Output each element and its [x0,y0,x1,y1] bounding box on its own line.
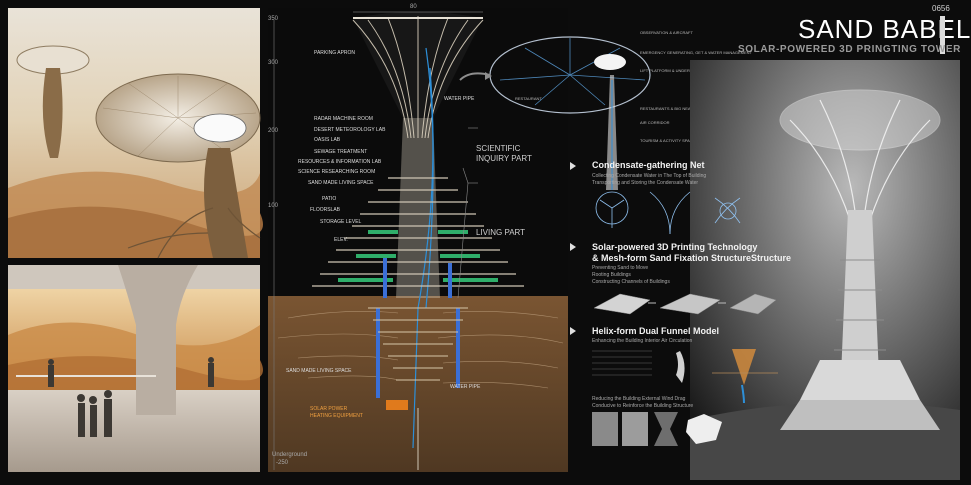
label-parking-apron: PARKING APRON [314,50,356,56]
section-2-diagrams [590,288,780,318]
label-oasis-lab: OASIS LAB [314,137,341,143]
scale-level-100: 100 [268,203,279,209]
scale-top-width: 80 [410,4,417,10]
net-diagrams-illustration [595,191,741,235]
tower-hero-illustration [690,60,960,480]
detail-air-corridor: AIR CORRIDOR [640,120,670,125]
detail-restaurants: RESTAURANTS & BIG NEAT PLATFORMS [640,106,718,111]
label-water-pipe-top: WATER PIPE [444,96,475,102]
label-solar-power-2: HEATING EQUIPMENT [310,413,363,419]
section-3-footer-2: Conducive to Reinforce the Building Stru… [592,403,694,409]
label-elev: ELEV. [334,237,348,243]
section-3-diagrams [592,345,782,405]
label-patio: PATIO [322,196,337,202]
label-living-space: SAND MADE LIVING SPACE [308,180,374,186]
scale-level-300: 300 [268,60,279,66]
detail-tourism: TOURISM & ACTIVITY SPACE [640,138,696,143]
label-scientific-part-2: INQUIRY PART [476,154,532,163]
section-3-body-1: Enhancing the Building Interior Air Circ… [592,338,693,344]
section-3-heading: Helix-form Dual Funnel Model [592,326,720,336]
title-accent-bar [940,16,945,54]
section-2-marker [570,243,576,251]
section-1-body-1: Collecting Condensate Water in The Top o… [592,173,707,179]
tower-section-illustration [268,8,568,472]
label-science-room: SCIENCE RESEARCHING ROOM [298,169,376,175]
section-3-marker [570,327,576,335]
helix-funnel-illustration [592,349,778,404]
label-living-space-under: SAND MADE LIVING SPACE [286,368,352,374]
sand-fixation-illustration [593,293,777,315]
section-3-footer-1: Reducing the Building External Wind Drag [592,396,686,402]
section-1-body-2: Transporting and Storing the Condensate … [592,180,699,186]
tower-hero-render [690,60,960,480]
label-living-part: LIVING PART [476,228,526,237]
detail-emergency: EMERGENCY GENERATING, GET & WATER MANAGE… [640,50,753,55]
label-solar-power-1: SOLAR POWER [310,406,348,412]
label-sewage: SEWAGE TREATMENT [314,149,368,155]
label-storage: STORAGE LEVEL [320,219,362,225]
page-subtitle: SOLAR-POWERED 3D PRINGTING TOWER [738,44,961,55]
section-1-diagrams [590,188,750,238]
detail-lift: LIFT PLATFORM & UNDERGROUND [640,68,708,73]
section-2-heading-2: & Mesh-form Sand Fixation StructureStruc… [592,253,792,263]
section-2-body-1: Preventing Sand to Move [592,265,649,271]
project-code: 0656 [932,4,950,13]
page-title: SAND BABEL [798,14,971,44]
crown-detail-illustration [459,36,651,190]
label-floorslab: FLOORSLAB [310,207,341,213]
scale-level-350: 350 [268,16,279,22]
interior-illustration [8,265,263,472]
label-resources: RESOURCES & INFORMATION LAB [298,159,382,165]
section-1-heading: Condensate-gathering Net [592,160,705,170]
section-2-body-3: Constructing Channels of Buildings [592,279,670,285]
tower-section-drawing: 80 350 300 200 100 Underground -250 PARK… [268,4,568,472]
desert-exterior-render [8,8,263,259]
scale-underground-level: -250 [276,460,289,466]
label-water-pipe-under: WATER PIPE [450,384,481,390]
detail-restaurant: RESTAURANT [515,96,542,101]
scale-underground: Underground [272,452,308,458]
desert-exterior-illustration [8,8,263,259]
model-photos-illustration [592,412,722,446]
detail-observation: OBSERVATION & AIRCRAFT [640,30,693,35]
label-desert-lab: DESERT METEOROLOGY LAB [314,127,386,133]
label-scientific-part-1: SCIENTIFIC [476,144,521,153]
top-detail-drawing: RESTAURANT OBSERVATION & AIRCRAFT EMERGE… [440,20,752,200]
section-1-marker [570,162,576,170]
section-2-heading: Solar-powered 3D Printing Technology [592,242,758,252]
scale-level-200: 200 [268,128,279,134]
section-2-body-2: Rooting Buildings [592,272,631,278]
section-3-models [592,412,732,448]
interior-render [8,265,263,472]
label-radar-room: RADAR MACHINE ROOM [314,116,373,122]
